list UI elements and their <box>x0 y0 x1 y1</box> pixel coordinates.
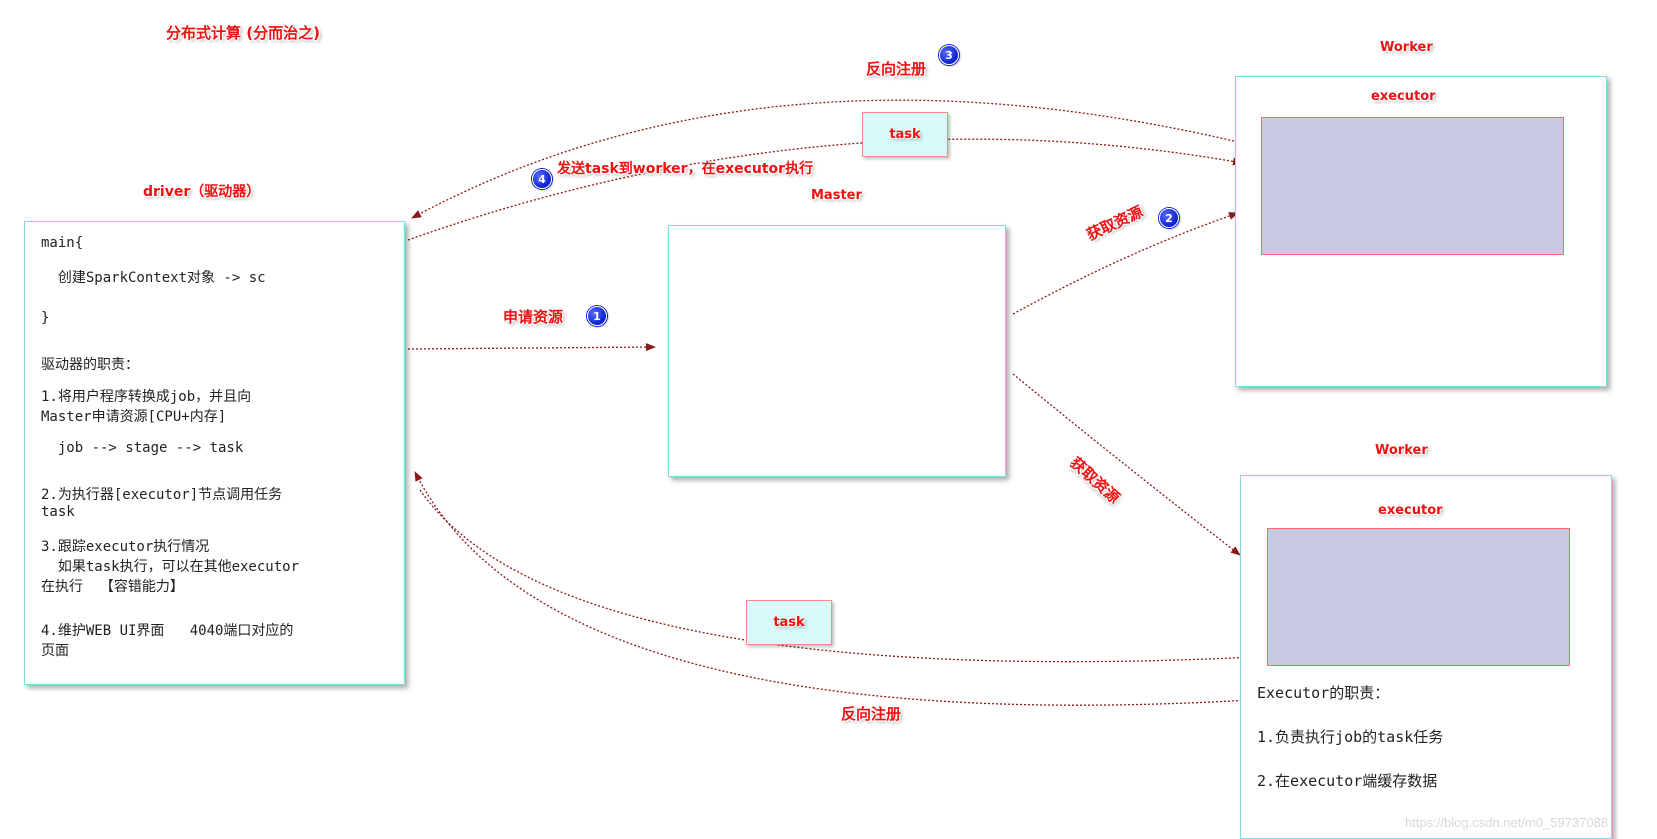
step-2-badge: 2 <box>1159 208 1179 228</box>
worker-top-label: Worker <box>1380 40 1433 55</box>
label-send-task: 发送task到worker，在executor执行 <box>557 161 814 177</box>
diagram-title: 分布式计算 (分而治之) <box>166 24 320 42</box>
driver-line: 页面 <box>41 643 69 659</box>
driver-line: 4.维护WEB UI界面 4040端口对应的 <box>41 623 294 639</box>
arrow-get-resource-top <box>1012 212 1239 315</box>
master-box <box>668 225 1006 477</box>
executor-bottom-area <box>1267 528 1570 666</box>
driver-line: } <box>41 310 50 326</box>
driver-line: 驱动器的职责： <box>41 357 139 373</box>
task-box-bottom: task <box>746 600 832 645</box>
arrow-send-task-bottom <box>419 489 1256 663</box>
label-apply-resource: 申请资源 <box>503 308 564 326</box>
watermark: https://blog.csdn.net/m0_59737088 <box>1405 815 1609 830</box>
step-4-badge: 4 <box>532 169 552 189</box>
driver-line: 2.为执行器[executor]节点调用任务 <box>41 487 283 503</box>
driver-line: main{ <box>41 235 84 251</box>
worker-bottom-label: Worker <box>1375 443 1428 458</box>
worker-top-box: executor <box>1235 76 1607 387</box>
driver-line: 1.将用户程序转换成job，并且向 <box>41 389 252 405</box>
task-box-bottom-label: task <box>773 615 805 630</box>
driver-line: task <box>41 504 75 520</box>
executor-duty-line: Executor的职责： <box>1257 684 1390 702</box>
arrow-reverse-register-top <box>411 99 1239 219</box>
arrow-apply-resource <box>407 343 656 352</box>
arrow-reverse-register-bottom <box>414 471 1251 706</box>
label-reverse-register-top: 反向注册 <box>866 60 927 78</box>
driver-line: 3.跟踪executor执行情况 <box>41 539 210 555</box>
executor-top-label: executor <box>1371 89 1436 104</box>
executor-duty-line: 1.负责执行job的task任务 <box>1257 728 1444 746</box>
driver-line: Master申请资源[CPU+内存] <box>41 409 227 425</box>
driver-line: 如果task执行，可以在其他executor <box>41 559 300 575</box>
task-box-top: task <box>862 112 948 157</box>
step-3-badge: 3 <box>939 45 959 65</box>
driver-label: driver（驱动器） <box>143 184 261 200</box>
driver-line: 在执行 【容错能力】 <box>41 579 184 595</box>
master-label: Master <box>811 188 862 203</box>
driver-line: job --> stage --> task <box>41 440 244 456</box>
driver-line: 创建SparkContext对象 -> sc <box>41 270 266 286</box>
worker-bottom-box: executor Executor的职责： 1.负责执行job的task任务 2… <box>1240 475 1612 839</box>
arrow-get-resource-bottom <box>1012 373 1241 556</box>
step-1-badge: 1 <box>587 306 607 326</box>
executor-top-area <box>1261 117 1564 255</box>
task-box-top-label: task <box>889 127 921 142</box>
driver-box: main{ 创建SparkContext对象 -> sc } 驱动器的职责： 1… <box>24 221 405 685</box>
label-reverse-register-bottom: 反向注册 <box>841 705 902 723</box>
executor-bottom-label: executor <box>1378 503 1443 518</box>
executor-duty-line: 2.在executor端缓存数据 <box>1257 772 1438 790</box>
